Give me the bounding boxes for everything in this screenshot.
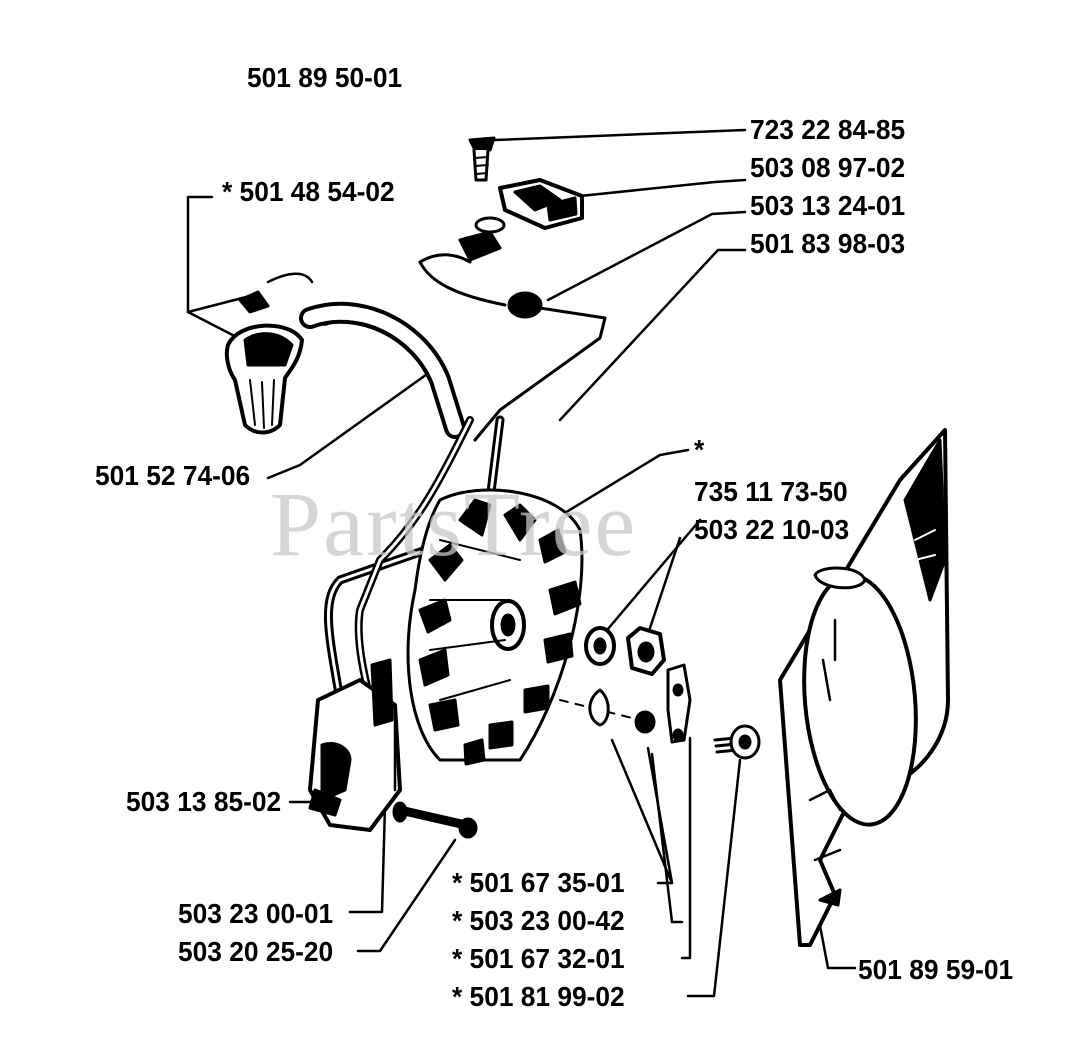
label-ignition-lead: 501 83 98-03 bbox=[750, 228, 906, 259]
label-flywheel-star: * bbox=[694, 434, 705, 465]
screw-part bbox=[468, 136, 496, 182]
washer-nut bbox=[584, 626, 666, 676]
label-module: 503 13 85-02 bbox=[126, 786, 282, 817]
label-spring: * 501 67 32-01 bbox=[452, 943, 625, 974]
label-washer-b: * 501 81 99-02 bbox=[452, 981, 625, 1012]
hose-part bbox=[299, 301, 466, 439]
switch-part bbox=[458, 178, 584, 262]
label-hose: 501 52 74-06 bbox=[95, 460, 251, 491]
cover-plate bbox=[778, 428, 950, 947]
flywheel-part bbox=[406, 488, 584, 766]
watermark-text: PartsTree bbox=[270, 473, 638, 575]
spark-plug-cap bbox=[224, 272, 314, 435]
pawl-parts bbox=[559, 663, 761, 760]
label-washer: 735 11 73-50 bbox=[694, 476, 848, 507]
label-spark-cap: * 501 48 54-02 bbox=[222, 176, 395, 207]
label-connector: 503 13 24-01 bbox=[750, 190, 906, 221]
label-nut: 503 22 10-03 bbox=[694, 514, 850, 545]
label-cover: 501 89 59-01 bbox=[858, 954, 1014, 985]
label-pawl: * 501 67 35-01 bbox=[452, 867, 625, 898]
ignition-wire bbox=[418, 253, 607, 442]
label-screw-a: 503 23 00-01 bbox=[178, 898, 334, 929]
ignition-module bbox=[308, 658, 478, 839]
label-switch: 503 08 97-02 bbox=[750, 152, 906, 183]
label-screw-b: 503 20 25-20 bbox=[178, 936, 334, 967]
label-pawl-screw: * 503 23 00-42 bbox=[452, 905, 625, 936]
leader-lines bbox=[186, 128, 857, 998]
label-screw: 723 22 84-85 bbox=[750, 114, 906, 145]
label-top-assembly: 501 89 50-01 bbox=[247, 62, 403, 93]
watermark-tm: TM bbox=[788, 484, 804, 496]
